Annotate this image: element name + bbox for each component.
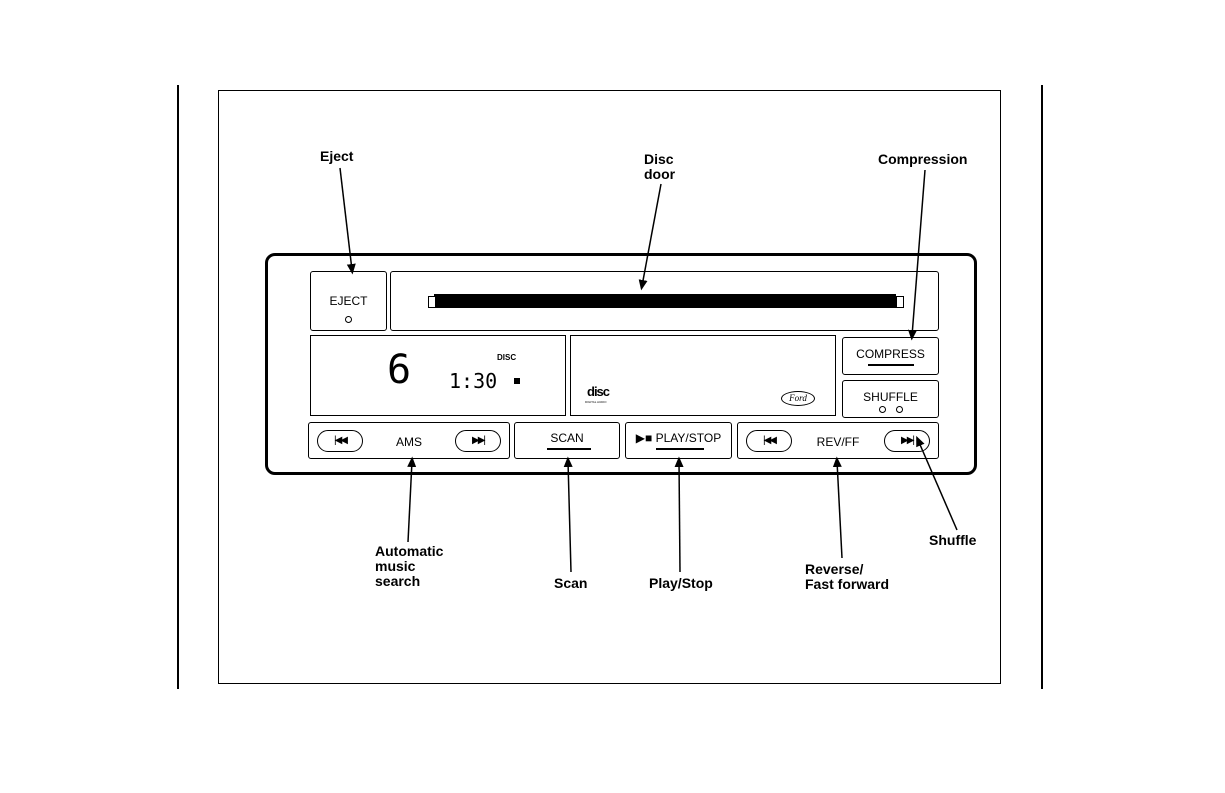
- leader-scan: [568, 461, 571, 572]
- leader-rev-ff: [837, 461, 842, 558]
- leader-eject: [340, 168, 352, 270]
- leader-shuffle: [918, 440, 957, 530]
- leader-play-stop: [679, 461, 680, 572]
- leader-compression: [912, 170, 925, 336]
- leader-disc-door: [642, 184, 661, 286]
- leader-ams: [408, 461, 412, 542]
